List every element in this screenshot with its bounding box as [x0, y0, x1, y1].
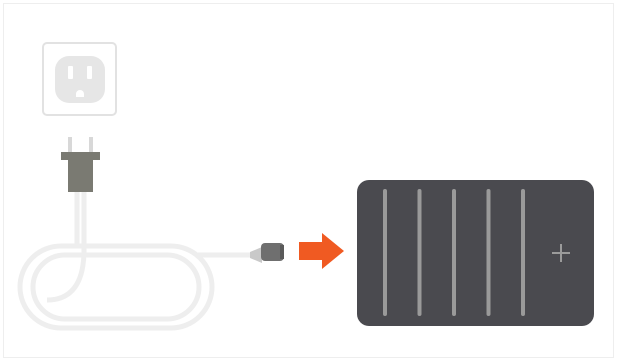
cable-connector-icon	[250, 243, 284, 263]
coiled-cable	[20, 192, 265, 328]
wall-outlet-icon	[43, 43, 116, 115]
device-slot	[487, 189, 491, 316]
device-slot	[383, 189, 387, 316]
device-slot	[452, 189, 456, 316]
right-arrow-icon	[299, 233, 344, 269]
device-slot	[521, 189, 525, 316]
charging-station-icon	[357, 180, 594, 326]
power-plug-icon	[61, 137, 100, 192]
device-slot	[418, 189, 422, 316]
